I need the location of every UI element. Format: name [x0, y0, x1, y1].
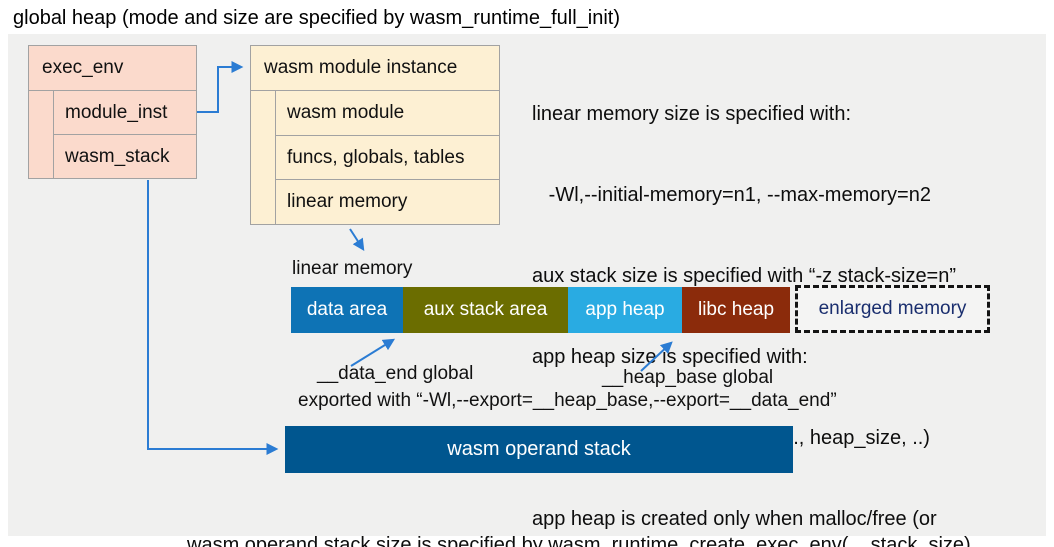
note-line: wasm operand stack size is specified by … [187, 534, 971, 547]
wasm-module-instance-body: wasm module funcs, globals, tables linea… [251, 91, 499, 224]
wasm-module-instance-indent [251, 91, 276, 224]
note-line: -Wl,--initial-memory=n1, --max-memory=n2 [532, 184, 931, 206]
instance-row-funcs-globals-tables: funcs, globals, tables [276, 136, 499, 181]
exec-env-row-module-inst: module_inst [54, 91, 196, 135]
note-line: app heap size is specified with: [532, 346, 808, 368]
exec-env-body: module_inst wasm_stack [29, 91, 196, 178]
instance-row-linear-memory: linear memory [287, 191, 408, 213]
exec-env-row-wasm-stack: wasm_stack [65, 145, 170, 167]
exec-env-box: exec_env module_inst wasm_stack [28, 45, 197, 179]
segment-app-heap: app heap [568, 287, 682, 333]
instance-row-wasm-module: wasm module [276, 91, 499, 136]
segment-libc-heap: libc heap [682, 287, 790, 333]
segment-data-area: data area [291, 287, 403, 333]
segment-aux-stack-area: aux stack area [403, 287, 568, 333]
linear-memory-label: linear memory [292, 258, 413, 279]
note-line: app heap is created only when malloc/fre… [532, 508, 937, 530]
enlarged-memory-box: enlarged memory [795, 285, 990, 333]
operand-stack-notes: wasm operand stack size is specified by … [187, 480, 971, 547]
exec-env-indent [29, 91, 54, 178]
note-line: aux stack size is specified with “-z sta… [532, 265, 957, 287]
linear-memory-bar: data area aux stack area app heap libc h… [291, 287, 790, 333]
exec-env-header: exec_env [29, 46, 196, 91]
data-end-global-label: __data_end global [317, 363, 474, 384]
wasm-module-instance-rows: wasm module funcs, globals, tables linea… [276, 91, 499, 224]
exported-with-note: exported with “-Wl,--export=__heap_base,… [298, 390, 837, 411]
note-line: linear memory size is specified with: [532, 103, 851, 125]
wasm-module-instance-header: wasm module instance [251, 46, 499, 91]
wasm-operand-stack-bar: wasm operand stack [285, 426, 793, 473]
diagram-title: global heap (mode and size are specified… [13, 7, 620, 29]
heap-base-global-label: __heap_base global [602, 367, 774, 388]
exec-env-rows: module_inst wasm_stack [54, 91, 196, 178]
wasm-module-instance-box: wasm module instance wasm module funcs, … [250, 45, 500, 225]
